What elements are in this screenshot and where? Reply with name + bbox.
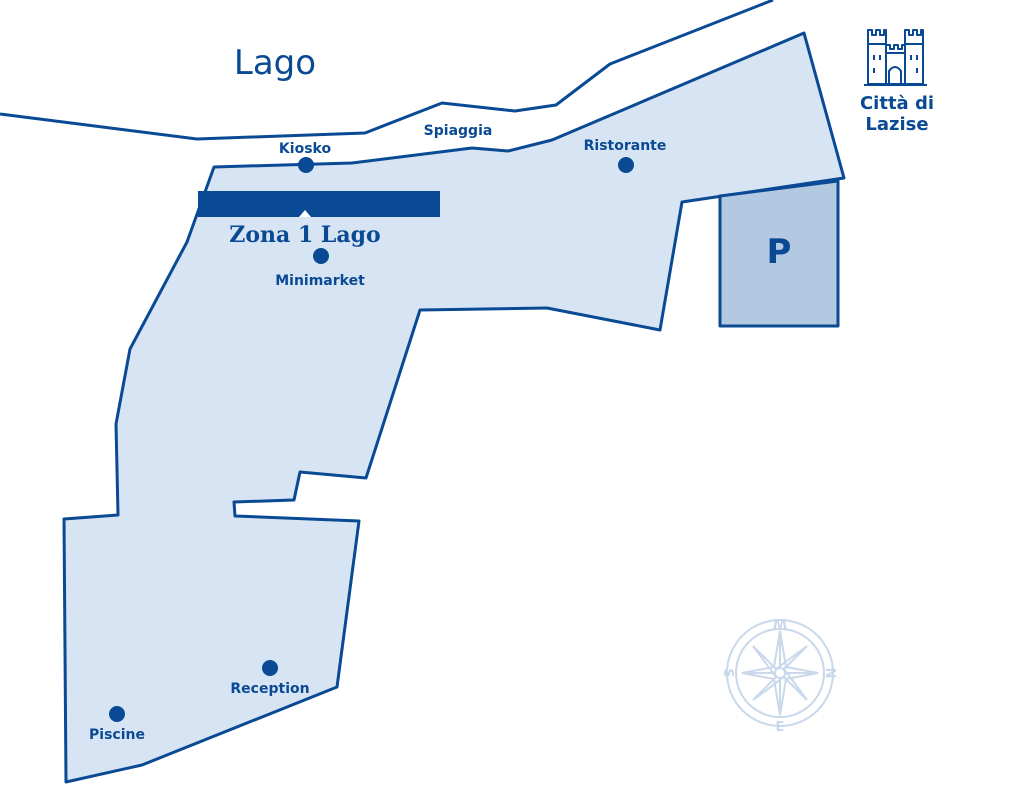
compass-e-label: E bbox=[776, 720, 785, 735]
minimarket-marker[interactable] bbox=[313, 248, 329, 264]
compass-rose-icon bbox=[726, 619, 834, 727]
piscine-marker[interactable] bbox=[109, 706, 125, 722]
ristorante-marker[interactable] bbox=[618, 157, 634, 173]
zone-label: Zona 1 Lago bbox=[229, 222, 380, 248]
town-label-line2: Lazise bbox=[865, 114, 928, 135]
zone-banner bbox=[198, 191, 440, 217]
town-label-line1: Città di bbox=[860, 93, 934, 114]
kiosko-label: Kiosko bbox=[279, 141, 332, 157]
reception-marker[interactable] bbox=[262, 660, 278, 676]
minimarket-label: Minimarket bbox=[275, 273, 365, 289]
beach-label: Spiaggia bbox=[424, 123, 493, 139]
parking-label: P bbox=[767, 232, 792, 272]
castle-icon bbox=[864, 29, 927, 86]
compass-n-label: N bbox=[825, 668, 840, 679]
compass-s-label: S bbox=[720, 668, 735, 677]
parking-area[interactable] bbox=[718, 179, 840, 328]
piscine-label: Piscine bbox=[89, 727, 145, 743]
shoreline bbox=[0, 0, 774, 141]
campsite-area[interactable] bbox=[62, 31, 846, 784]
ristorante-label: Ristorante bbox=[584, 138, 667, 154]
lake-label: Lago bbox=[234, 43, 316, 83]
kiosko-marker[interactable] bbox=[298, 157, 314, 173]
reception-label: Reception bbox=[230, 681, 309, 697]
zone-banner-pointer bbox=[299, 210, 311, 217]
compass-w-label: W bbox=[773, 615, 787, 630]
